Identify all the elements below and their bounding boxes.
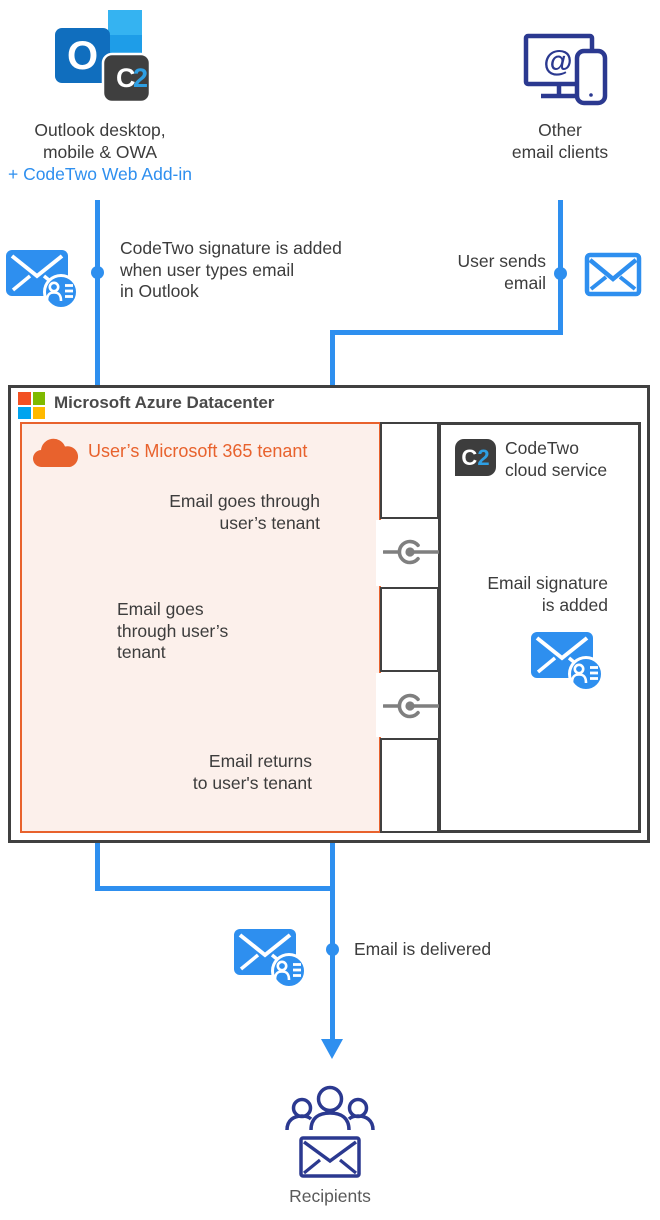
label-delivered: Email is delivered xyxy=(354,939,492,959)
connector-plug-icon-top xyxy=(383,539,439,565)
svg-text:2: 2 xyxy=(133,63,148,93)
flow-dot-signature-added xyxy=(91,266,104,279)
other-email-clients-icon: @ xyxy=(523,33,608,106)
codetwo-service-title: CodeTwo cloud service xyxy=(505,438,608,480)
codetwo-addin-caption: + CodeTwo Web Add-in xyxy=(7,164,193,184)
email-with-signature-icon xyxy=(234,929,307,989)
m365-tenant-box xyxy=(20,422,381,833)
outlook-o-glyph: O xyxy=(67,34,98,78)
connector-tab-middle xyxy=(380,587,439,672)
flow-line-outlook-down xyxy=(95,200,100,386)
other-clients-caption: Other email clients xyxy=(511,120,609,162)
label-returns: Email returns to user's tenant xyxy=(192,751,312,793)
c2-badge-icon: C 2 xyxy=(101,52,152,104)
codetwo-service-box xyxy=(438,422,641,833)
flow-line-delivery-down xyxy=(330,703,335,1041)
email-outline-icon xyxy=(584,252,642,297)
arrow-delivered-icon xyxy=(321,1039,343,1059)
label-signature-is-added: Email signature is added xyxy=(487,573,608,615)
connector-tab-bottom xyxy=(380,738,439,833)
connector-plug-icon-bottom xyxy=(383,693,439,719)
recipients-icon xyxy=(285,1085,375,1178)
flow-dot-delivered xyxy=(326,943,339,956)
label-signature-added: CodeTwo signature is added when user typ… xyxy=(120,238,342,301)
m365-tenant-title: User’s Microsoft 365 tenant xyxy=(88,441,308,461)
connector-tab-top xyxy=(380,422,439,519)
flow-line-clients-left xyxy=(330,330,563,335)
flow-dot-user-sends xyxy=(554,267,567,280)
azure-datacenter-title: Microsoft Azure Datacenter xyxy=(54,393,275,412)
at-symbol-glyph: @ xyxy=(543,45,572,78)
svg-text:C: C xyxy=(116,63,136,93)
label-goes-through-left: Email goes through user’s tenant xyxy=(117,599,229,662)
cloud-icon xyxy=(32,438,79,468)
email-with-signature-icon xyxy=(531,632,604,692)
recipients-label: Recipients xyxy=(289,1186,371,1206)
flow-line-clients-down xyxy=(558,200,563,333)
flow-line-merge-bottom xyxy=(95,886,335,891)
microsoft-logo-icon xyxy=(18,392,45,419)
outlook-caption: Outlook desktop, mobile & OWA xyxy=(34,120,166,162)
label-user-sends: User sends email xyxy=(457,251,546,293)
outlook-icon: O C 2 xyxy=(55,10,152,104)
email-with-signature-icon xyxy=(6,250,79,310)
label-goes-through-right: Email goes through user’s tenant xyxy=(169,491,320,533)
